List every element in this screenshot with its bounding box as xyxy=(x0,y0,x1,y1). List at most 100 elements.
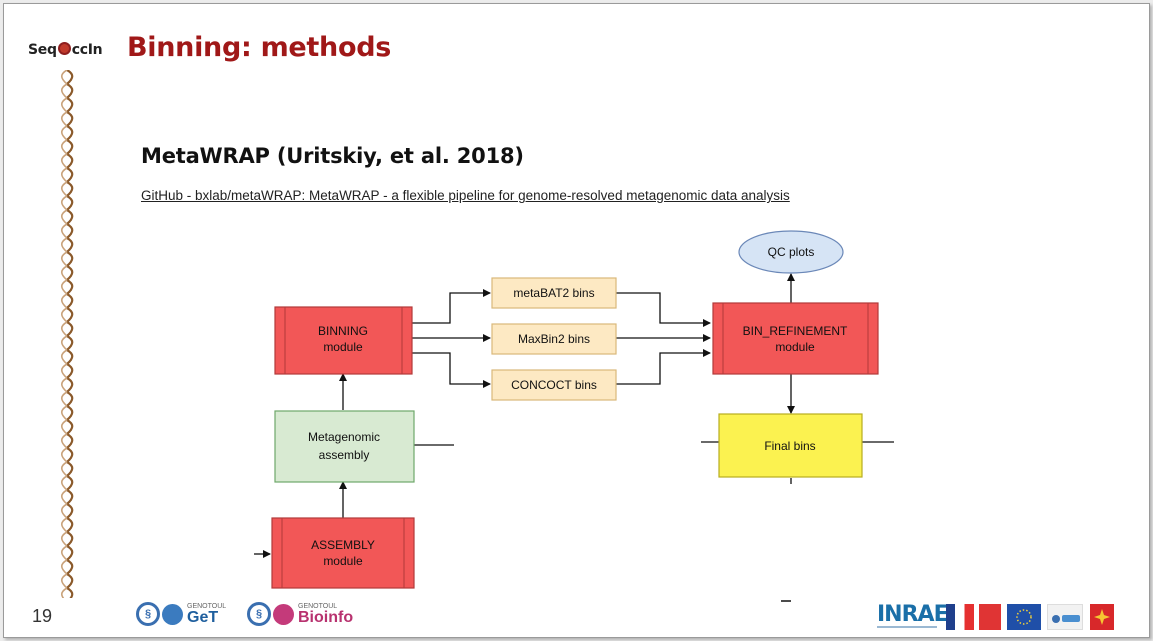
assembly-label-1: ASSEMBLY xyxy=(311,538,375,552)
github-link[interactable]: GitHub - bxlab/metaWRAP: MetaWRAP - a fl… xyxy=(141,188,790,203)
node-maxbin2-bins: MaxBin2 bins xyxy=(491,323,617,355)
dna-strand-segment xyxy=(66,209,74,225)
dna-strand-segment xyxy=(60,293,68,309)
dna-strand-segment xyxy=(60,587,68,598)
logo-text-pre: Seq xyxy=(28,42,57,58)
refinement-label-2: module xyxy=(775,340,815,354)
inrae-tagline-bar xyxy=(877,626,937,628)
dna-strand-segment xyxy=(66,531,74,547)
french-republic-mark-icon xyxy=(979,604,1001,630)
partner1-big: GeT xyxy=(187,608,219,626)
diagram-connectors xyxy=(254,273,894,602)
dna-strand-segment xyxy=(60,405,68,421)
concoct-label: CONCOCT bins xyxy=(511,378,597,392)
node-metabat2-bins: metaBAT2 bins xyxy=(491,277,617,309)
dna-strand-segment xyxy=(66,153,74,169)
maxbin2-label: MaxBin2 bins xyxy=(518,332,590,346)
dna-strand-segment xyxy=(66,97,74,113)
globe-icon xyxy=(162,603,183,625)
dna-strand-segment xyxy=(66,545,74,561)
node-metagenomic-assembly: Metagenomic assembly xyxy=(274,410,415,483)
dna-strand-segment xyxy=(60,489,68,505)
dna-strand-segment xyxy=(66,349,74,365)
node-final-bins: Final bins xyxy=(718,413,863,478)
dna-strand-segment xyxy=(60,349,68,365)
dna-strand-segment xyxy=(66,307,74,323)
dna-strand-segment xyxy=(66,587,74,598)
node-binning-module: BINNING module xyxy=(274,306,413,375)
dna-strand-segment xyxy=(66,335,74,351)
arrow-metabat-to-refinement xyxy=(616,292,711,327)
dna-strand-segment xyxy=(66,447,74,463)
dna-strand-segment xyxy=(60,181,68,197)
dna-strand-segment xyxy=(60,139,68,155)
dna-strand-segment xyxy=(60,363,68,379)
dna-strand-segment xyxy=(66,237,74,253)
partner2-big: Bioinfo xyxy=(298,608,354,626)
dna-strand-segment xyxy=(60,111,68,127)
logo-dot-icon xyxy=(57,42,71,55)
slide-number: 19 xyxy=(32,606,53,626)
dna-strand-segment xyxy=(60,503,68,519)
dna-strand-segment xyxy=(66,419,74,435)
node-bin-refinement: BIN_REFINEMENT module xyxy=(712,302,879,375)
dna-strand-segment xyxy=(66,321,74,337)
dna-strand-segment xyxy=(60,265,68,281)
inrae-logo: INRAE xyxy=(877,602,949,627)
refinement-label-1: BIN_REFINEMENT xyxy=(743,324,848,338)
dna-strand-segment xyxy=(60,223,68,239)
dna-strand-segment xyxy=(66,489,74,505)
metawrap-diagram: BINNING module Metagenomic assembly ASSE… xyxy=(254,230,894,602)
dna-strand-segment xyxy=(60,559,68,575)
genotoul-bioinfo-logo: § GENOTOUL Bioinfo xyxy=(247,599,353,629)
dna-strand-segment xyxy=(60,153,68,169)
dna-strand-segment xyxy=(66,251,74,267)
dna-helix-decoration xyxy=(60,70,74,598)
partner1-small: GENOTOUL xyxy=(187,602,227,610)
dna-strand-segment xyxy=(60,125,68,141)
dna-strand-segment xyxy=(60,97,68,113)
dna-strand-segment xyxy=(60,377,68,393)
dna-strand-segment xyxy=(60,335,68,351)
dna-strand-segment xyxy=(66,181,74,197)
dna-strand-segment xyxy=(60,461,68,477)
eu-flag-icon xyxy=(1007,604,1041,630)
dna-strand-segment xyxy=(66,139,74,155)
dna-strand-segment xyxy=(66,223,74,239)
arrow-concoct-to-refinement xyxy=(616,349,711,385)
dna-strand-segment xyxy=(60,447,68,463)
arrow-binning-to-metabat xyxy=(412,289,491,324)
dna-strand-segment xyxy=(60,237,68,253)
dna-strand-segment xyxy=(66,265,74,281)
dna-strand-segment xyxy=(60,279,68,295)
europe-engage-logo-icon xyxy=(1047,604,1083,630)
qc-label: QC plots xyxy=(768,245,815,259)
binning-label-2: module xyxy=(323,340,363,354)
final-label: Final bins xyxy=(764,439,815,453)
dna-strand-segment xyxy=(60,475,68,491)
dna-strand-segment xyxy=(60,419,68,435)
binning-label-1: BINNING xyxy=(318,324,368,338)
dna-strand-segment xyxy=(66,363,74,379)
slide-title: Binning: methods xyxy=(127,32,392,63)
dna-strand-segment xyxy=(60,195,68,211)
dna-strand-segment xyxy=(60,321,68,337)
dna-strand-segment xyxy=(60,573,68,589)
dna-strand-segment xyxy=(60,391,68,407)
dna-strand-segment xyxy=(66,125,74,141)
dna-strand-segment xyxy=(60,517,68,533)
metabat2-label: metaBAT2 bins xyxy=(513,286,594,300)
dna-strand-segment xyxy=(66,433,74,449)
partner2-small: GENOTOUL xyxy=(298,602,338,610)
node-concoct-bins: CONCOCT bins xyxy=(491,369,617,401)
dna-strand-segment xyxy=(60,70,68,85)
dna-strand-segment xyxy=(60,307,68,323)
genotoul-get-logo: § GENOTOUL GeT xyxy=(136,599,226,629)
bioinfo-disc-icon xyxy=(273,603,294,625)
dna-strand-segment xyxy=(60,433,68,449)
assembly-label-2: module xyxy=(323,554,363,568)
dna-strand-segment xyxy=(66,70,74,85)
dna-strand-segment xyxy=(66,503,74,519)
